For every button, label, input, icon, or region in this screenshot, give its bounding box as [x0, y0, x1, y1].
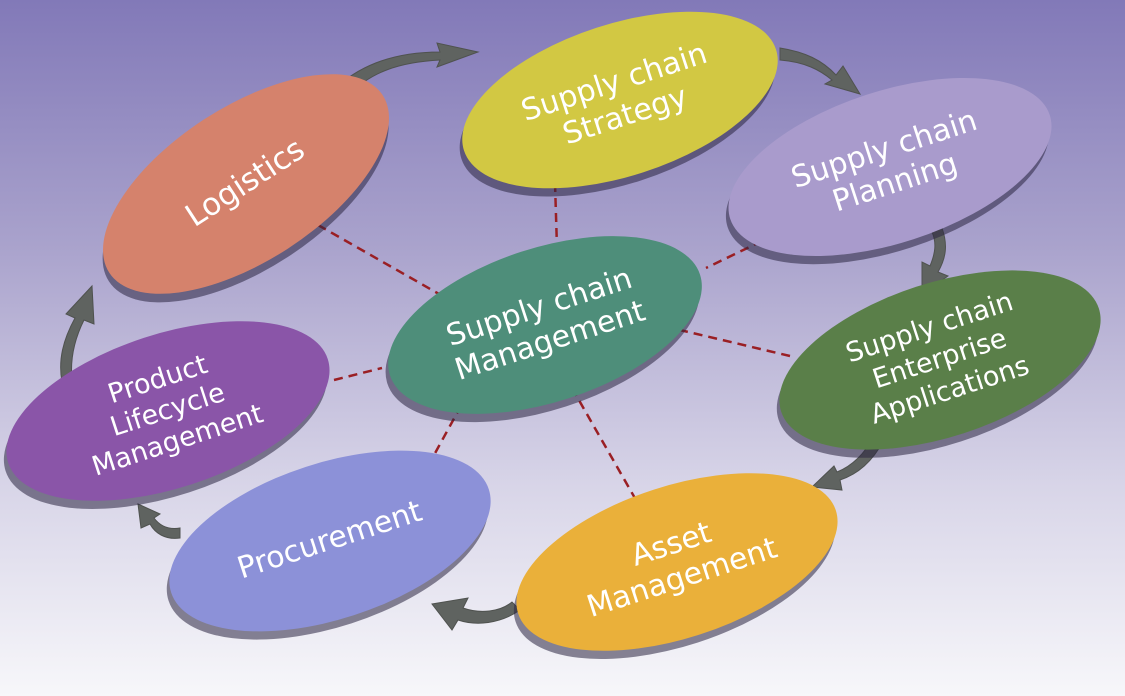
- node-strategy-ellipse: [462, 11, 778, 189]
- node-center-management-ellipse: [388, 236, 702, 414]
- hub-connectors: [317, 182, 791, 501]
- connector-line-6: [333, 366, 383, 382]
- node-procurement-ellipse: [169, 450, 491, 632]
- cycle-arrow-5: [431, 597, 521, 631]
- node-enterprise-ellipse: [779, 270, 1101, 450]
- cycle-arrow-7: [60, 284, 95, 383]
- node-logistics-ellipse: [103, 74, 389, 294]
- node-planning-ellipse: [728, 78, 1052, 256]
- connector-line-3: [679, 328, 791, 358]
- cycle-arrow-1: [337, 42, 480, 97]
- node-procurement: Procurement: [166, 450, 491, 640]
- node-logistics: Logistics: [102, 74, 389, 303]
- cycle-arrow-3: [921, 227, 950, 295]
- connector-line-4: [574, 394, 638, 501]
- node-plm-ellipse: [6, 321, 330, 501]
- connector-line-7: [317, 223, 447, 300]
- cycle-arrow-2: [779, 47, 862, 95]
- node-asset-ellipse: [516, 473, 838, 651]
- connector-line-1: [553, 182, 559, 249]
- cycle-arrow-6: [137, 503, 181, 539]
- cycle-arrows: [60, 42, 950, 631]
- connector-line-2: [705, 239, 763, 270]
- connector-line-5: [426, 403, 464, 467]
